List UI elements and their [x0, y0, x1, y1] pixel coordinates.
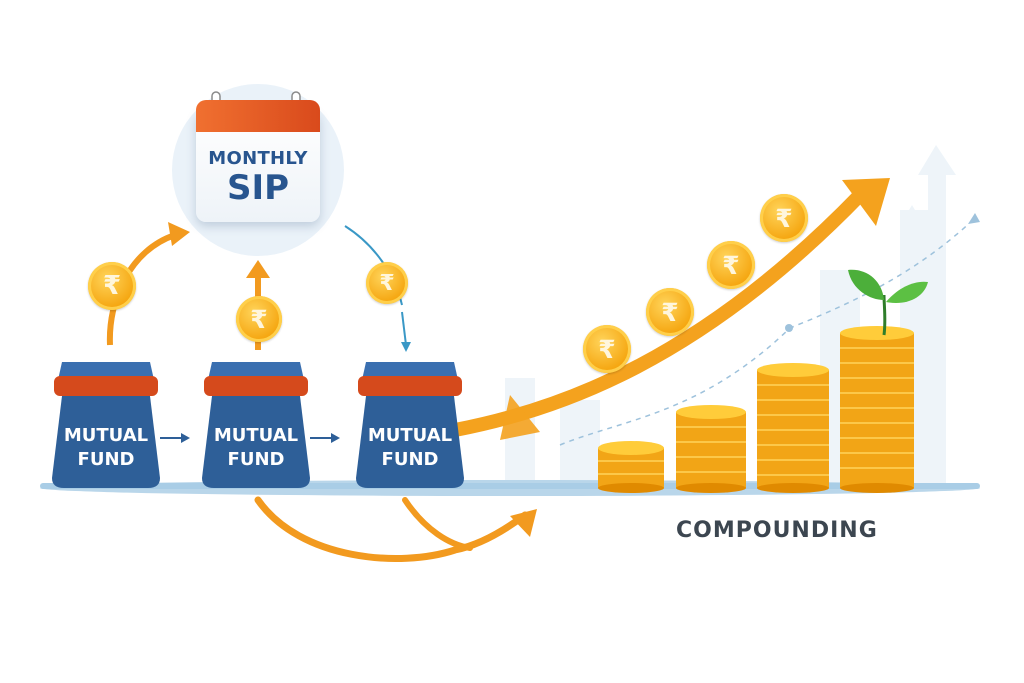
fund-label-2: MUTUAL FUND [201, 424, 311, 472]
sprout-icon [848, 269, 928, 336]
rupee-coin-icon: ₹ [583, 325, 631, 373]
fund-label-line2: FUND [77, 449, 135, 470]
rupee-coin-icon: ₹ [366, 262, 408, 304]
compounding-label: COMPOUNDING [676, 518, 878, 543]
rupee-coin-icon: ₹ [646, 288, 694, 336]
fund-label-line1: MUTUAL [367, 425, 453, 446]
fund-label-line2: FUND [227, 449, 285, 470]
fund-label-line1: MUTUAL [213, 425, 299, 446]
calendar-title-sip: SIP [226, 168, 290, 208]
fund-label-line1: MUTUAL [63, 425, 149, 446]
rupee-coin-icon: ₹ [88, 262, 136, 310]
fund-jars [52, 362, 464, 488]
arrow-head [168, 222, 190, 246]
coin-stacks [598, 326, 914, 493]
lower-curve-arrow [254, 496, 529, 562]
calendar-title-monthly: MONTHLY [208, 148, 308, 169]
growth-arrow [448, 188, 867, 437]
rupee-coin-icon: ₹ [760, 194, 808, 242]
fund-label-line2: FUND [381, 449, 439, 470]
calendar-icon [196, 100, 320, 132]
fund-label-3: MUTUAL FUND [355, 424, 465, 472]
fund-label-1: MUTUAL FUND [51, 424, 161, 472]
rupee-coin-icon: ₹ [707, 241, 755, 289]
rupee-coin-icon: ₹ [236, 296, 282, 342]
